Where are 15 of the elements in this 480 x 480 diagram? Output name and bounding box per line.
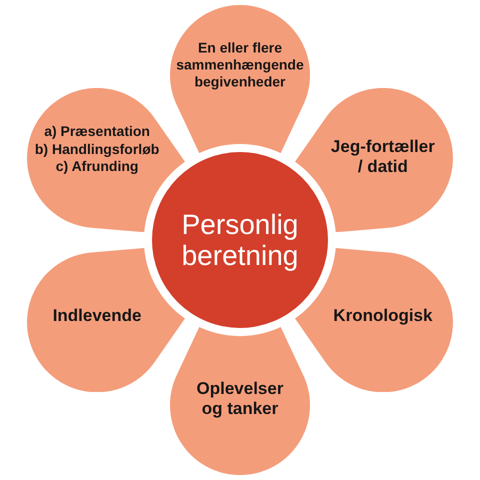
petal-shape bbox=[294, 248, 453, 392]
petal-shape bbox=[27, 88, 186, 232]
petal-shape bbox=[170, 5, 310, 154]
petal-shape bbox=[294, 88, 453, 232]
petal-label: a) Præsentation bbox=[44, 123, 150, 141]
petal-label: Kronologisk bbox=[333, 306, 432, 326]
petal-label: Oplevelser og tanker bbox=[196, 378, 284, 419]
petal-label: Indlevende bbox=[52, 306, 142, 326]
petal-label: c) Afrunding bbox=[56, 158, 138, 176]
petal-label: En eller flere sammenhængende begivenheder bbox=[175, 40, 305, 90]
petal-shape bbox=[27, 248, 186, 392]
petal-shape bbox=[170, 326, 310, 475]
petal-label: Jeg-fortæller / datid bbox=[330, 137, 436, 178]
hub-label: Personlig beretning bbox=[180, 209, 300, 271]
petal-label: b) Handlingsforløb bbox=[34, 140, 160, 158]
